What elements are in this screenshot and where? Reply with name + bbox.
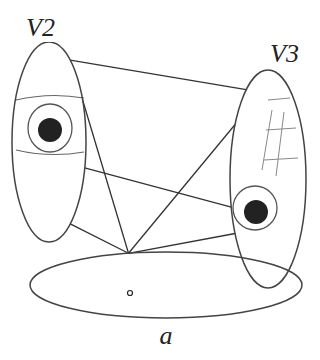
sketch-line	[85, 168, 232, 207]
sketch-line	[129, 234, 236, 254]
oval-region: V3	[228, 40, 308, 290]
region-label: V2	[24, 14, 57, 42]
meeting-point	[128, 291, 133, 296]
sketch-line	[70, 60, 246, 90]
oval-region: a	[28, 250, 304, 354]
oval-region: V2	[10, 14, 88, 244]
sketch-line	[129, 125, 236, 254]
region-label: V3	[268, 40, 301, 68]
region-label: a	[158, 322, 175, 350]
oval-outline-shape	[30, 252, 302, 318]
oval-outline	[10, 40, 88, 244]
inner-ring	[233, 186, 277, 230]
hatch-stroke	[262, 98, 298, 176]
oval-outline-shape	[12, 42, 86, 242]
oval-outline	[28, 250, 304, 320]
sketch-line	[83, 100, 129, 254]
dark-disc	[38, 118, 62, 142]
inner-ring	[28, 104, 72, 152]
dark-disc	[244, 200, 268, 224]
oval-outline-shape	[230, 70, 306, 288]
sketch-line	[70, 224, 128, 253]
hatch-stroke	[16, 95, 84, 154]
